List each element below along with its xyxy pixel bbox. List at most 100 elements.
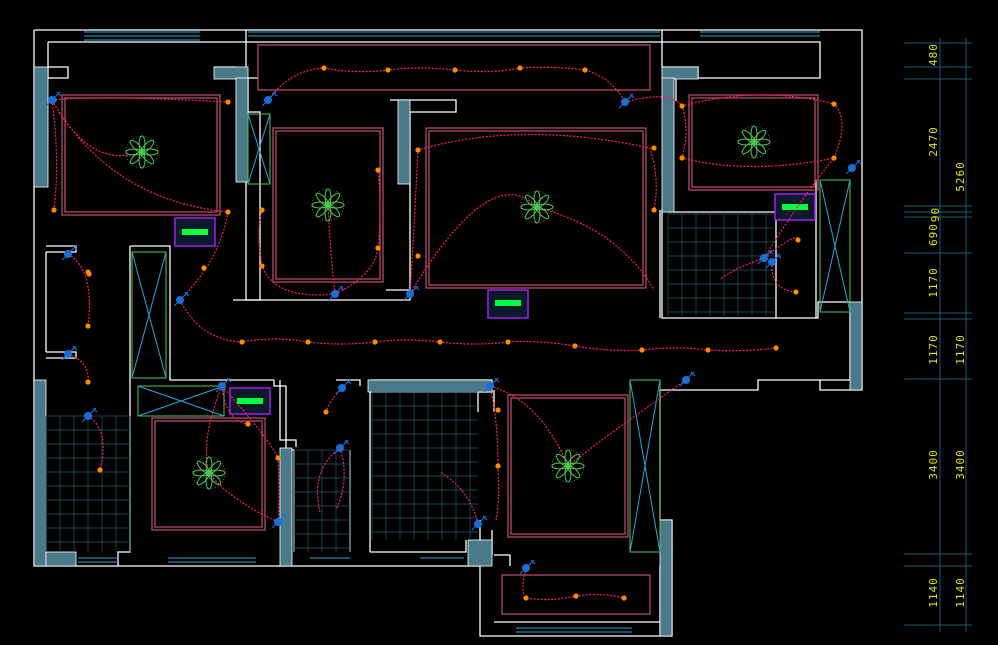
dim-3400-total: 3400	[953, 449, 967, 480]
vent-labels	[182, 204, 808, 404]
ceiling-outlines	[61, 44, 819, 615]
ceiling-fan-4	[737, 125, 771, 159]
switch-symbol	[757, 249, 774, 265]
switch-symbol	[403, 285, 420, 301]
dim-90: 90	[929, 206, 943, 223]
lamp-point	[639, 347, 645, 353]
switch-symbol	[333, 439, 350, 455]
lamp-point	[705, 347, 711, 353]
switch-symbol	[261, 91, 278, 107]
fan-blade	[129, 139, 143, 153]
lamp-point	[415, 253, 421, 259]
ceiling-fans	[125, 125, 771, 490]
lamp-point	[323, 409, 329, 415]
switches	[45, 91, 862, 575]
dim-1170a: 1170	[926, 267, 940, 298]
dim-1140-total: 1140	[953, 577, 967, 608]
lamp-point	[505, 339, 511, 345]
ceiling-fan-2	[311, 188, 345, 222]
switch-symbol	[483, 377, 500, 393]
switch-symbol	[173, 291, 190, 307]
fan-hub	[750, 138, 758, 146]
fan-blade	[741, 129, 755, 143]
lamp-point	[415, 147, 421, 153]
fan-blade	[315, 192, 329, 206]
lamp-point	[375, 167, 381, 173]
switch-symbol	[328, 285, 345, 301]
lamp-point	[651, 207, 657, 213]
dim-1170-total: 1170	[953, 334, 967, 365]
dim-690: 690	[926, 223, 940, 246]
tile-grid	[45, 213, 774, 552]
ceiling-fan-6	[551, 449, 585, 483]
lamp-point	[523, 595, 529, 601]
lamp-point	[305, 339, 311, 345]
fan-hub	[205, 469, 213, 477]
lamp-point	[225, 99, 231, 105]
lamp-point	[259, 207, 265, 213]
fan-hub	[533, 203, 541, 211]
lamp-point	[795, 237, 801, 243]
dimension-lines	[904, 38, 972, 632]
switch-symbol	[618, 93, 635, 109]
lamp-point	[245, 421, 251, 427]
switch-symbol	[61, 245, 78, 261]
lamp-point	[97, 467, 103, 473]
switch-symbol	[81, 407, 98, 423]
lamp-point	[573, 593, 579, 599]
lamp-point	[239, 339, 245, 345]
switch-symbol	[845, 159, 862, 175]
switch-symbol	[765, 253, 782, 269]
lamp-point	[225, 209, 231, 215]
lamp-point	[773, 345, 779, 351]
windows	[78, 31, 820, 633]
dim-5260: 5260	[953, 161, 967, 192]
wall-fills	[33, 66, 863, 637]
lamp-point	[651, 145, 657, 151]
lamp-point	[51, 207, 57, 213]
lamp-points	[51, 65, 837, 601]
switch-symbol	[519, 559, 536, 575]
ceiling-fan-3	[520, 190, 554, 224]
lamp-point	[437, 339, 443, 345]
lamp-point	[259, 263, 265, 269]
lamp-point	[495, 407, 501, 413]
lamp-point	[517, 65, 523, 71]
switch-symbol	[45, 91, 62, 107]
lamp-point	[85, 323, 91, 329]
fan-blade	[196, 460, 210, 474]
lamp-point	[831, 155, 837, 161]
dim-2470: 2470	[926, 126, 940, 157]
lamp-point	[793, 289, 799, 295]
lamp-point	[582, 67, 588, 73]
switch-symbol	[61, 345, 78, 361]
switch-symbol	[271, 513, 288, 529]
switch-symbol	[679, 371, 696, 387]
lamp-point	[621, 595, 627, 601]
lamp-point	[495, 463, 501, 469]
lamp-point	[275, 455, 281, 461]
lamp-point	[385, 67, 391, 73]
lamp-point	[679, 103, 685, 109]
lamp-point	[85, 379, 91, 385]
lamp-point	[86, 271, 92, 277]
lamp-point	[572, 343, 578, 349]
lamp-point	[679, 155, 685, 161]
lamp-point	[375, 245, 381, 251]
walls	[33, 29, 863, 637]
fan-hub	[564, 462, 572, 470]
fan-hub	[324, 201, 332, 209]
lamp-point	[831, 101, 837, 107]
fan-blade	[524, 194, 538, 208]
lamp-point	[321, 65, 327, 71]
ceiling-fan-1	[125, 135, 159, 169]
dim-480: 480	[926, 43, 940, 66]
switch-symbol	[335, 379, 352, 395]
fan-hub	[138, 148, 146, 156]
wardrobes	[131, 113, 851, 553]
fan-blade	[555, 453, 569, 467]
switch-symbol	[215, 377, 232, 393]
lamp-point	[372, 339, 378, 345]
lamp-point	[452, 67, 458, 73]
